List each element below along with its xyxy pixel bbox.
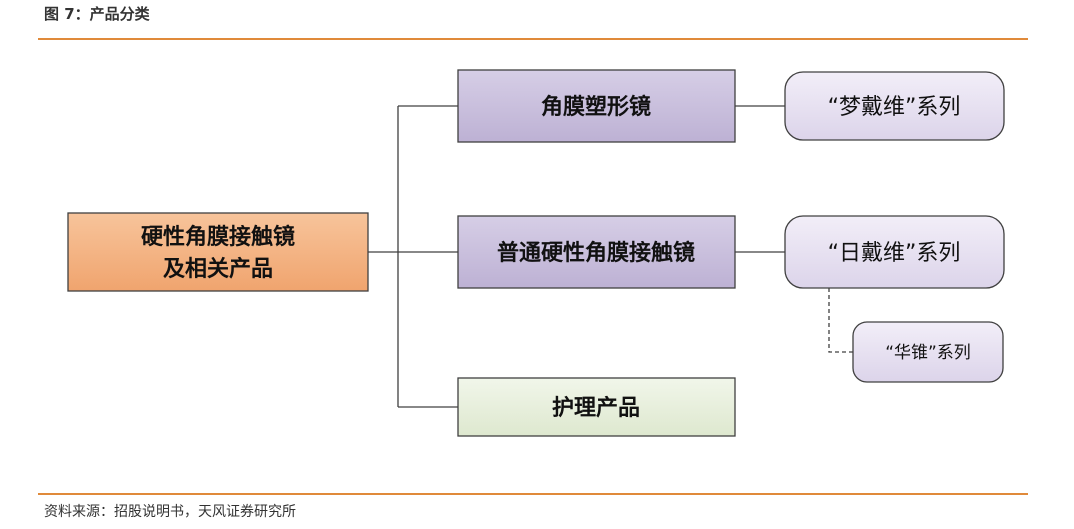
source-note: 资料来源：招股说明书，天风证券研究所: [44, 504, 296, 520]
root-node: 硬性角膜接触镜 及相关产品: [67, 212, 369, 292]
series-node-dream: “梦戴维”系列: [784, 71, 1005, 141]
category-node-care-products: 护理产品: [457, 377, 736, 437]
series-label: “华锥”系列: [885, 343, 971, 363]
category-node-rgp-lens: 普通硬性角膜接触镜: [457, 215, 736, 289]
series-node-daily: “日戴维”系列: [784, 215, 1005, 289]
figure-title: 图 7：产品分类: [44, 5, 150, 23]
category-label: 护理产品: [552, 396, 640, 421]
category-label: 角膜塑形镜: [541, 94, 651, 120]
top-divider: [38, 38, 1028, 40]
root-label-line1: 硬性角膜接触镜: [141, 224, 295, 250]
category-node-orthokeratology: 角膜塑形镜: [457, 69, 736, 143]
category-label: 普通硬性角膜接触镜: [497, 240, 695, 266]
connectors: [368, 105, 853, 408]
root-label-line2: 及相关产品: [163, 257, 273, 282]
series-node-keratoconus: “华锥”系列: [852, 321, 1004, 383]
series2-to-series3-dashed-line: [828, 288, 853, 353]
bottom-divider: [38, 493, 1028, 495]
series-label: “日戴维”系列: [828, 241, 961, 266]
series-label: “梦戴维”系列: [828, 95, 961, 120]
